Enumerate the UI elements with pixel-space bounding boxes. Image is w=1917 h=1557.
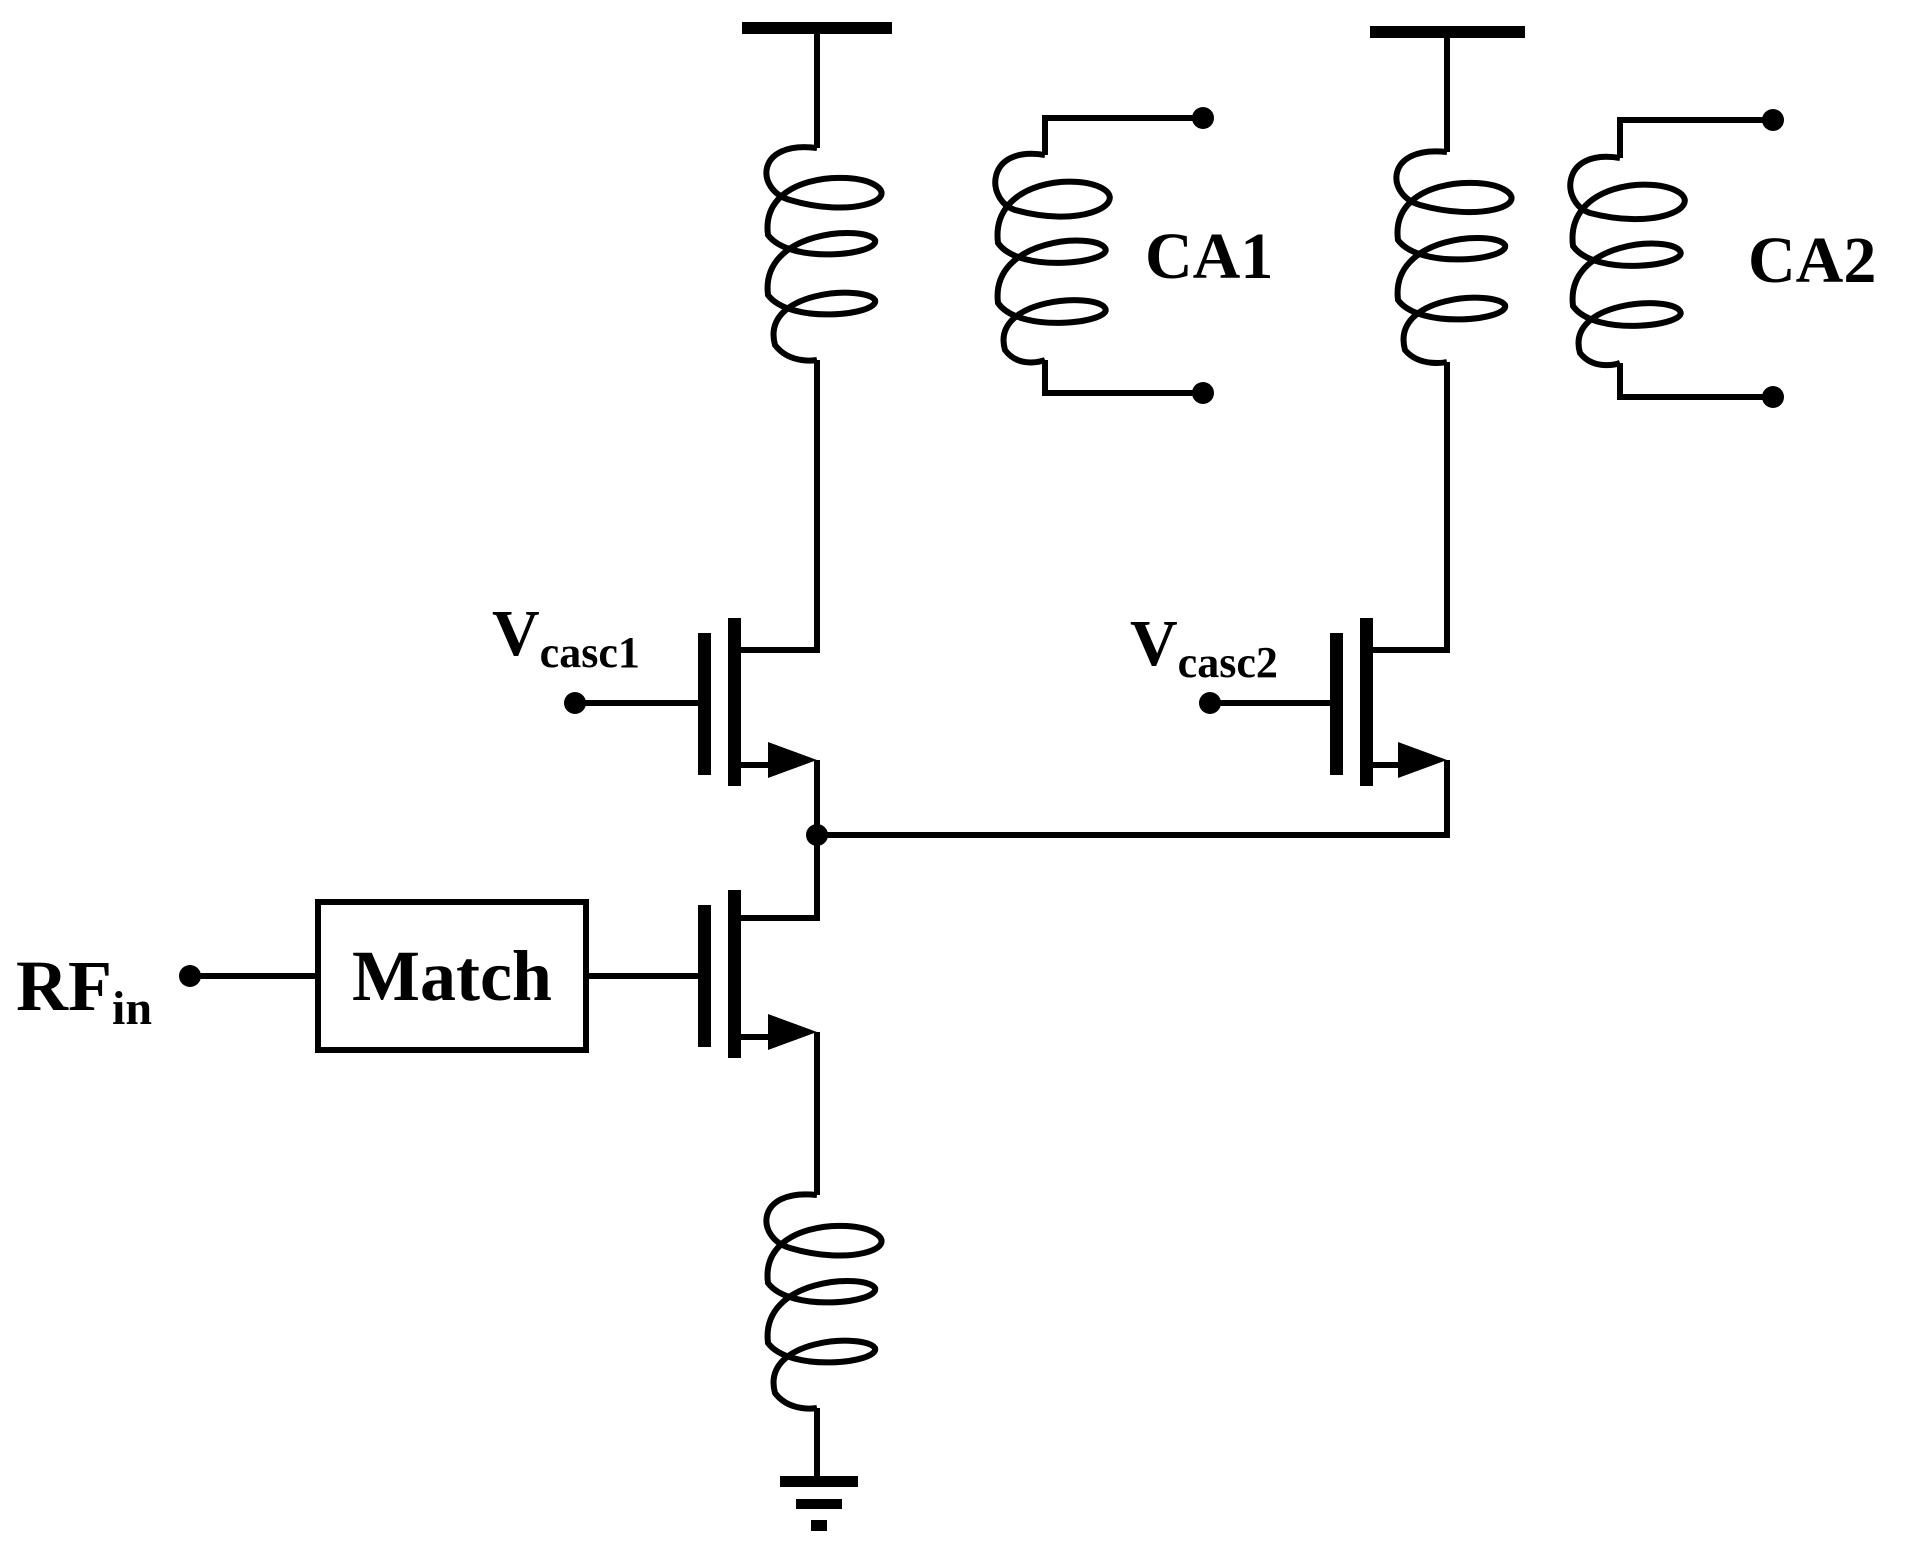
- ca2-label: CA2: [1748, 224, 1876, 297]
- cascode-transistor-2: [817, 618, 1450, 838]
- vcasc1-label: Vcasc1: [492, 597, 640, 677]
- coupled-coil-ca1: [992, 107, 1214, 404]
- supply-1: [742, 22, 892, 148]
- coupled-coil-ca2: [1567, 109, 1784, 408]
- vcasc2-label: Vcasc2: [1130, 607, 1278, 687]
- load-inductor-1: [740, 144, 885, 653]
- supply-2: [1370, 26, 1525, 152]
- load-inductor-2: [1373, 148, 1515, 653]
- cascode-transistor-1: [564, 618, 820, 835]
- ca1-label: CA1: [1145, 220, 1273, 293]
- match-label: Match: [352, 936, 552, 1016]
- source-degeneration-inductor: [763, 1191, 885, 1478]
- rfin-input: [179, 965, 318, 987]
- ground-icon: [780, 1476, 858, 1531]
- rfin-label: RFin: [16, 946, 152, 1035]
- input-transistor: [698, 835, 820, 1195]
